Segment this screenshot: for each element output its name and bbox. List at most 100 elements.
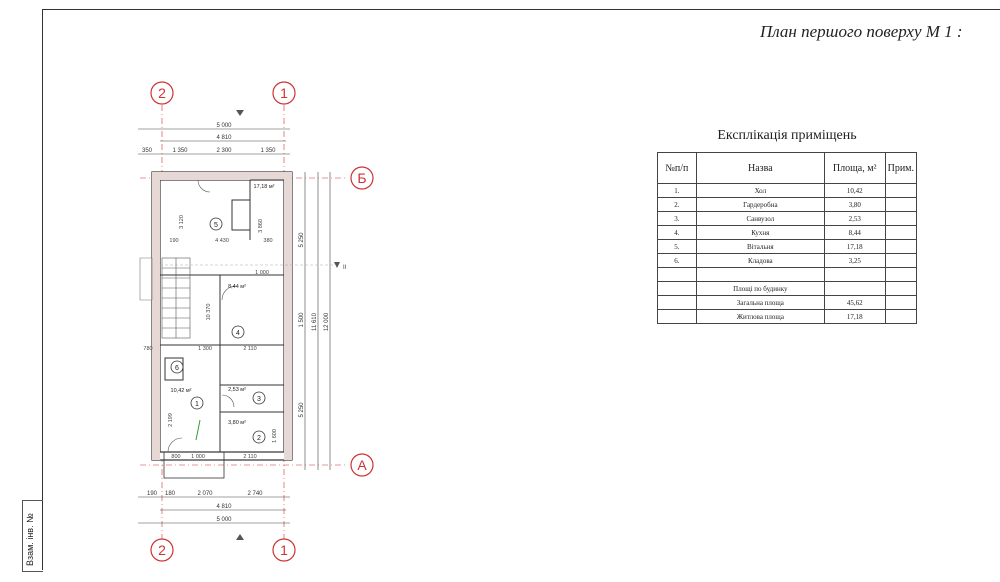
room-2-number: 2 xyxy=(257,435,261,442)
row-num: 3. xyxy=(657,211,697,226)
row-name: Кладова xyxy=(695,253,825,268)
dim-right-1500: 1 500 xyxy=(299,312,305,328)
row-num xyxy=(657,281,697,296)
row-note xyxy=(884,267,918,282)
explication-title: Експлікація приміщень xyxy=(717,128,857,143)
total-area-row: Загальна площа 45,62 xyxy=(657,295,918,310)
dim-800: 800 xyxy=(171,454,180,460)
living-area-row: Житлова площа 17,18 xyxy=(657,309,918,324)
row-area: 10,42 xyxy=(823,183,886,198)
dim-top-350: 350 xyxy=(142,148,153,154)
table-row: 4. Кухня 8,44 xyxy=(657,225,918,240)
row-area: 2,53 xyxy=(823,211,886,226)
room-5-number: 5 xyxy=(214,222,218,229)
axis-2-top: 2 xyxy=(158,85,166,101)
axis-2-bottom: 2 xyxy=(158,542,166,558)
room-3-area: 2,53 м² xyxy=(228,387,246,393)
room-3-number: 3 xyxy=(257,396,261,403)
row-area xyxy=(823,267,886,282)
dim-bot-2070: 2 070 xyxy=(197,491,213,497)
table-row: 1. Хол 10,42 xyxy=(657,183,918,198)
row-num: 2. xyxy=(657,197,697,212)
dim-780: 780 xyxy=(143,346,152,352)
dim-2199: 2 199 xyxy=(168,413,174,427)
row-num xyxy=(657,267,697,282)
section-mark: II xyxy=(343,265,347,271)
dim-right-5250a: 5 250 xyxy=(299,232,305,248)
col-num-header: №п/п xyxy=(657,152,697,184)
row-note xyxy=(884,183,918,198)
dim-top-1350a: 1 350 xyxy=(172,148,188,154)
row-note xyxy=(884,225,918,240)
row-num: 1. xyxy=(657,183,697,198)
dim-1300: 1 300 xyxy=(198,346,212,352)
room-4-area: 8,44 м² xyxy=(228,284,246,290)
total-area-value: 45,62 xyxy=(823,295,886,310)
row-area: 3,80 xyxy=(823,197,886,212)
table-row: 2. Гардеробна 3,80 xyxy=(657,197,918,212)
dim-380: 380 xyxy=(263,238,272,244)
row-name: Санвузол xyxy=(695,211,825,226)
table-row: 3. Санвузол 2,53 xyxy=(657,211,918,226)
col-note-header: Прим. xyxy=(884,152,918,184)
dim-right-5250b: 5 250 xyxy=(299,402,305,418)
row-num xyxy=(657,295,697,310)
axis-1-top: 1 xyxy=(280,85,288,101)
row-name: Вітальня xyxy=(695,239,825,254)
row-area: 17,18 xyxy=(823,239,886,254)
dim-top-5000: 5 000 xyxy=(216,123,232,129)
row-num xyxy=(657,309,697,324)
dim-bot-190: 190 xyxy=(147,491,158,497)
dim-2110a: 2 110 xyxy=(243,346,256,352)
dim-190: 190 xyxy=(169,238,178,244)
explication-table: №п/п Назва Площа, м² Прим. 1. Хол 10,42 … xyxy=(657,152,918,324)
living-area-value: 17,18 xyxy=(823,309,886,324)
axis-a: А xyxy=(357,457,367,473)
total-area-label: Загальна площа xyxy=(695,295,825,310)
row-note xyxy=(884,281,918,296)
row-note xyxy=(884,211,918,226)
dim-2110b: 2 110 xyxy=(243,454,256,460)
row-area: 3,25 xyxy=(823,253,886,268)
table-row: 6. Кладова 3,25 xyxy=(657,253,918,268)
room-5-area: 17,18 м² xyxy=(254,184,275,190)
summary-title: Площі по будинку xyxy=(695,281,825,296)
stamp-box xyxy=(22,500,43,572)
dim-top-4810: 4 810 xyxy=(216,135,232,141)
sheet-title: План першого поверху М 1 : xyxy=(760,22,963,41)
dim-bot-4810: 4 810 xyxy=(216,504,232,510)
row-note xyxy=(884,253,918,268)
row-note xyxy=(884,309,918,324)
row-num: 5. xyxy=(657,239,697,254)
row-name: Гардеробна xyxy=(695,197,825,212)
room-6-number: 6 xyxy=(175,365,179,372)
row-name: Кухня xyxy=(695,225,825,240)
dim-bot-2740: 2 740 xyxy=(247,491,263,497)
row-name: Хол xyxy=(695,183,825,198)
dim-bot-5000: 5 000 xyxy=(216,517,232,523)
dim-10370: 10 370 xyxy=(206,304,212,321)
row-area: 8,44 xyxy=(823,225,886,240)
sheet-frame xyxy=(42,9,1000,570)
room-1-number: 1 xyxy=(195,401,199,408)
row-note xyxy=(884,197,918,212)
table-row-empty xyxy=(657,267,918,282)
row-num: 4. xyxy=(657,225,697,240)
dim-right-12000: 12 000 xyxy=(324,312,330,331)
row-note xyxy=(884,295,918,310)
row-note xyxy=(884,239,918,254)
table-row: 5. Вітальня 17,18 xyxy=(657,239,918,254)
dim-1600: 1 600 xyxy=(272,429,278,443)
row-name xyxy=(695,267,825,282)
room-2-area: 3,80 м² xyxy=(228,420,246,426)
room-1-area: 10,42 м² xyxy=(171,388,192,394)
col-name-header: Назва xyxy=(695,152,825,184)
axis-1-bottom: 1 xyxy=(280,542,288,558)
summary-header-row: Площі по будинку xyxy=(657,281,918,296)
dim-right-11610: 11 610 xyxy=(312,312,318,331)
dim-bot-180: 180 xyxy=(165,491,176,497)
dim-top-2300: 2 300 xyxy=(216,148,232,154)
col-area-header: Площа, м² xyxy=(823,152,886,184)
